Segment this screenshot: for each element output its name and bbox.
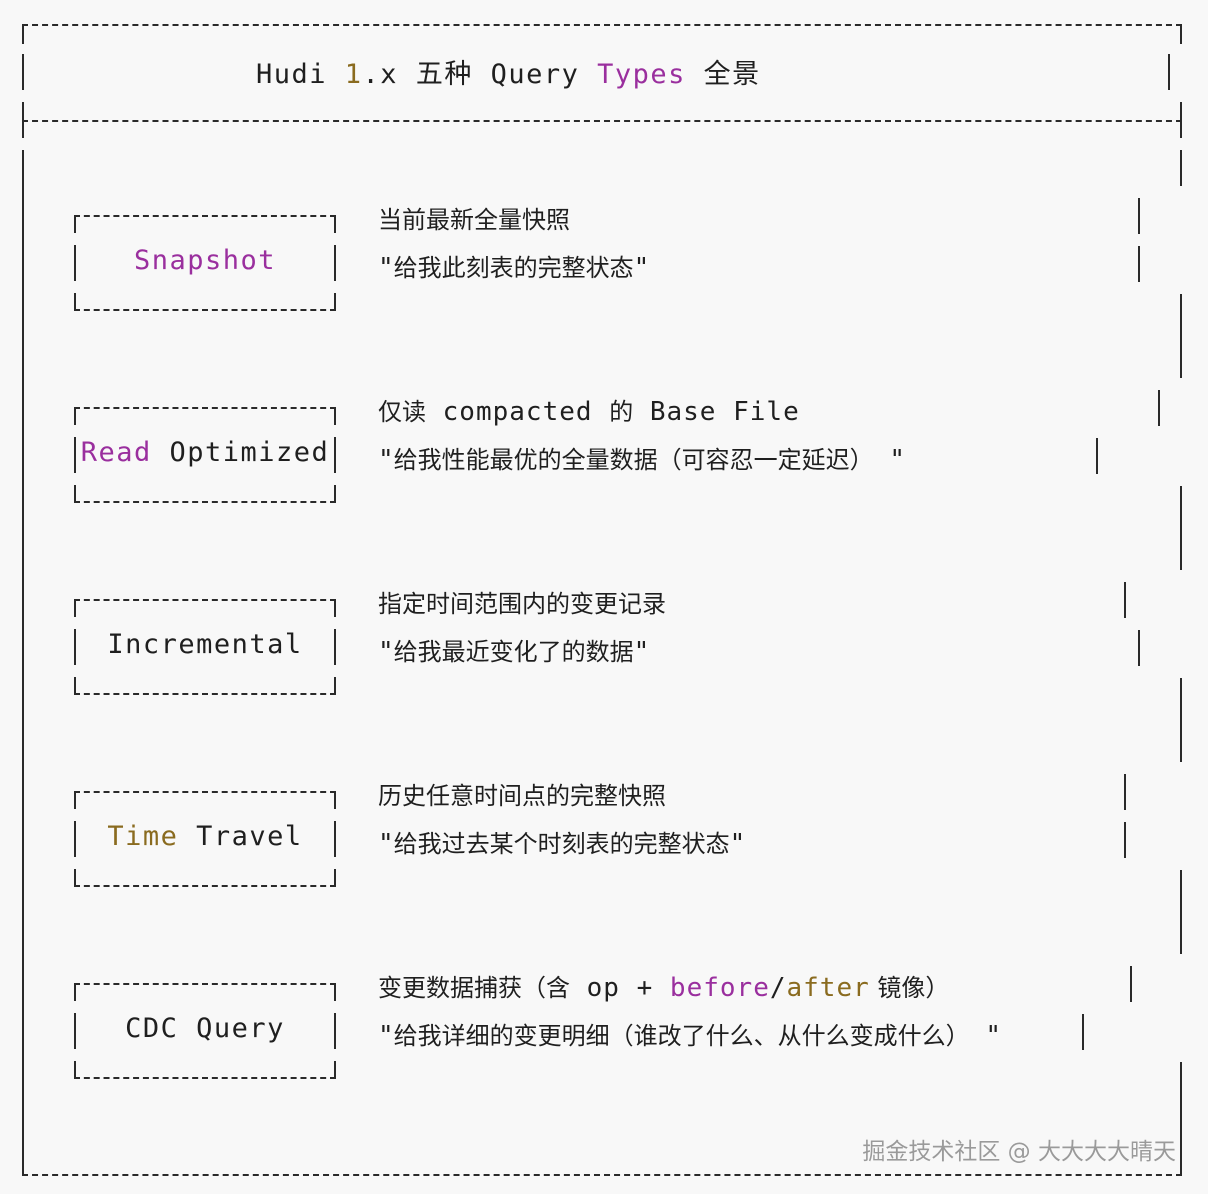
frame-right-border <box>1180 870 1182 954</box>
frame-right-border <box>1180 102 1182 138</box>
query-type-quote: "给我详细的变更明细（谁改了什么、从什么变成什么） " <box>378 1021 1001 1051</box>
query-type-box-snapshot: Snapshot <box>74 215 336 311</box>
query-type-box-time-travel: Time Travel <box>74 791 336 887</box>
query-type-label: Time Travel <box>107 821 303 852</box>
frame-right-border <box>1138 630 1140 666</box>
frame-right-border <box>1180 486 1182 570</box>
query-type-label: Read Optimized <box>80 437 330 468</box>
frame-right-border <box>1180 294 1182 378</box>
frame-right-border <box>1124 774 1126 810</box>
frame-right-border <box>1180 24 1182 44</box>
frame-right-border <box>1180 1062 1182 1174</box>
header-divider <box>22 120 1182 122</box>
frame-right-border <box>1130 966 1132 1002</box>
frame-right-border <box>1138 246 1140 282</box>
frame-right-border <box>1096 438 1098 474</box>
query-type-quote: "给我性能最优的全量数据（可容忍一定延迟） " <box>378 445 905 475</box>
frame-right-border <box>1158 390 1160 426</box>
query-type-box-read-optimized: Read Optimized <box>74 407 336 503</box>
query-type-box-cdc-query: CDC Query <box>74 983 336 1079</box>
query-type-description: 仅读 compacted 的 Base File <box>378 397 800 427</box>
query-type-box-incremental: Incremental <box>74 599 336 695</box>
query-type-label: CDC Query <box>125 1013 285 1044</box>
query-type-description: 指定时间范围内的变更记录 <box>378 590 666 618</box>
frame-right-border <box>1180 678 1182 762</box>
query-type-label: Snapshot <box>133 245 277 276</box>
frame-right-border <box>1138 198 1140 234</box>
frame-right-border <box>1168 54 1170 90</box>
frame-bottom-border <box>22 1174 1182 1176</box>
frame-left-border <box>22 150 24 1176</box>
frame-left-border <box>22 24 24 44</box>
frame-right-border <box>1180 150 1182 186</box>
frame-top-border <box>22 24 1182 26</box>
diagram-title: Hudi 1.x 五种 Query Types 全景 <box>256 59 761 90</box>
query-type-description: 当前最新全量快照 <box>378 206 570 234</box>
frame-left-border <box>22 54 24 90</box>
frame-left-border <box>22 102 24 138</box>
query-type-description: 变更数据捕获（含 op + before/after 镜像） <box>378 973 950 1003</box>
watermark: 掘金技术社区 @ 大大大大晴天 <box>862 1139 1176 1165</box>
query-type-quote: "给我过去某个时刻表的完整状态" <box>378 829 746 859</box>
query-type-label: Incremental <box>107 629 303 660</box>
query-type-quote: "给我此刻表的完整状态" <box>378 253 650 283</box>
query-type-quote: "给我最近变化了的数据" <box>378 637 650 667</box>
frame-right-border <box>1082 1014 1084 1050</box>
frame-right-border <box>1124 822 1126 858</box>
query-type-description: 历史任意时间点的完整快照 <box>378 782 666 810</box>
frame-right-border <box>1124 582 1126 618</box>
